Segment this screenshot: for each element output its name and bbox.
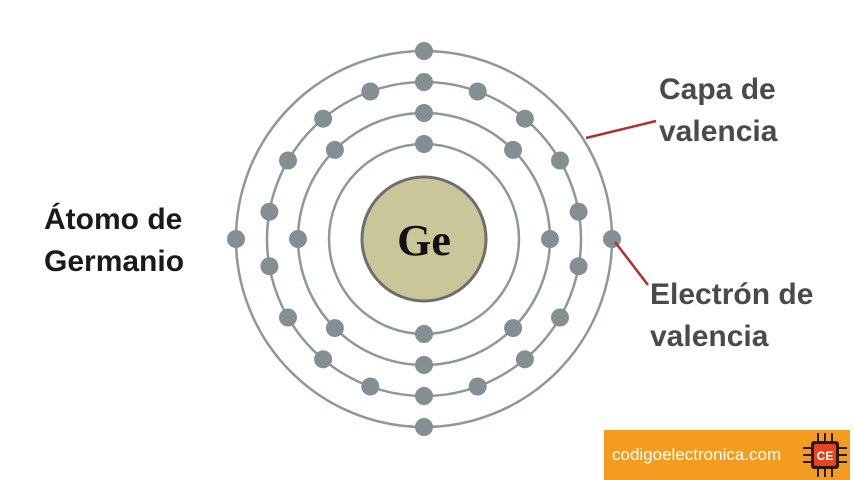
electron-shell-3 (415, 387, 433, 405)
electron-shell-2 (504, 141, 522, 159)
watermark-banner[interactable]: codigoelectronica.com CE (604, 430, 850, 480)
electron-shell-2 (415, 356, 433, 374)
electron-shell-1 (415, 135, 433, 153)
valence-shell-label-line-2: valencia (659, 111, 777, 153)
element-symbol: Ge (397, 216, 451, 265)
electron-shell-1 (415, 325, 433, 343)
valence-electron-pointer (615, 242, 648, 285)
electron-shell-3 (516, 350, 534, 368)
electron-shell-3 (469, 83, 487, 101)
atom-label: Átomo de Germanio (44, 199, 184, 283)
electron-shell-3 (570, 257, 588, 275)
electron-shell-2 (326, 319, 344, 337)
valence-electron-label-line-1: Electrón de (650, 274, 813, 316)
electron-shell-2 (415, 104, 433, 122)
chip-logo-icon: CE (800, 430, 850, 480)
electron-shell-3 (361, 83, 379, 101)
valence-electron (415, 418, 433, 436)
atom-label-line-1: Átomo de (44, 199, 184, 241)
logo-letters: CE (817, 449, 834, 463)
atom-label-line-2: Germanio (44, 241, 184, 283)
electron-shell-2 (541, 230, 559, 248)
electron-shell-2 (326, 141, 344, 159)
electron-shell-3 (570, 203, 588, 221)
electron-shell-3 (469, 378, 487, 396)
electron-shell-2 (289, 230, 307, 248)
electron-shell-3 (516, 110, 534, 128)
electron-shell-3 (314, 110, 332, 128)
valence-electron-label-line-2: valencia (650, 316, 813, 358)
valence-electron (415, 42, 433, 60)
electron-shell-3 (415, 73, 433, 91)
electron-shell-3 (260, 203, 278, 221)
electron-shell-3 (551, 309, 569, 327)
valence-electron-label: Electrón de valencia (650, 274, 813, 358)
valence-shell-label-line-1: Capa de (659, 69, 777, 111)
electron-shell-3 (279, 152, 297, 170)
electron-shell-3 (314, 350, 332, 368)
valence-shell-pointer (586, 121, 656, 138)
electron-shell-3 (279, 309, 297, 327)
valence-shell-label: Capa de valencia (659, 69, 777, 153)
electron-shell-3 (361, 378, 379, 396)
electron-shell-3 (551, 152, 569, 170)
electron-shell-3 (260, 257, 278, 275)
electron-shell-2 (504, 319, 522, 337)
watermark-link[interactable]: codigoelectronica.com (612, 445, 781, 465)
valence-electron (227, 230, 245, 248)
